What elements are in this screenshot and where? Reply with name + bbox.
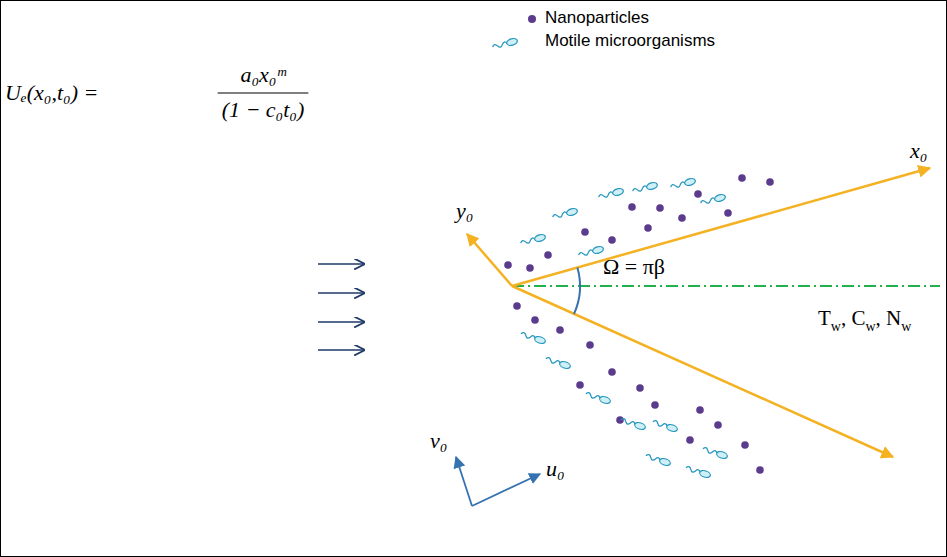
nanoparticle-dot <box>526 264 534 272</box>
wall-condition-text: , C <box>841 306 866 330</box>
free-stream-arrows <box>318 264 364 350</box>
microorganism-icon <box>578 245 604 258</box>
microorganism-icon <box>545 356 571 370</box>
subscript: w <box>865 319 875 334</box>
nanoparticle-dot <box>686 436 694 444</box>
legend-text: Nanoparticles <box>545 8 649 28</box>
nanoparticle-dot <box>636 384 644 392</box>
microorganism-icon <box>620 417 646 431</box>
nanoparticle-dot <box>694 190 702 198</box>
formula-numerator: a₀x₀ᵐ <box>240 62 285 87</box>
symmetry-line <box>512 285 940 287</box>
wall-condition-text: , N <box>876 306 902 330</box>
nanoparticle-dot <box>741 441 749 449</box>
nanoparticle-dot <box>724 209 732 217</box>
nanoparticle-dot <box>656 204 664 212</box>
axis-label: x₀ <box>910 138 927 163</box>
nanoparticle-dot <box>651 401 659 409</box>
wedge-walls <box>467 168 930 457</box>
nanoparticle-dot <box>696 406 704 414</box>
nanoparticle-dot <box>628 203 636 211</box>
nanoparticle-dot <box>678 214 686 222</box>
fraction-bar <box>218 92 309 93</box>
microorganism-icon <box>645 453 671 467</box>
nanoparticle-dot <box>756 466 764 474</box>
velocity-label: u₀ <box>546 456 565 481</box>
velocity-axes <box>456 457 540 506</box>
nanoparticle-dot <box>738 174 746 182</box>
nanoparticle-dot <box>644 224 652 232</box>
wall-condition-text: T <box>818 306 831 330</box>
velocity-label: v₀ <box>430 428 447 453</box>
microorganism-icon <box>520 233 546 246</box>
legend-text: Motile microorganisms <box>545 31 715 51</box>
nanoparticle-dot <box>531 316 539 324</box>
wall-conditions: Tw, Cw, Nw <box>818 306 911 330</box>
axis-label: y₀ <box>456 198 473 223</box>
legend-swatch <box>528 15 536 23</box>
nanoparticle-dot <box>556 326 564 334</box>
nanoparticle-dot <box>504 261 512 269</box>
microorganism-icon <box>520 331 546 345</box>
particle-field <box>504 174 774 479</box>
nanoparticle-dot <box>581 228 589 236</box>
nanoparticle-dot <box>608 368 616 376</box>
microorganism-icon <box>652 419 678 433</box>
nanoparticle-dot <box>766 178 774 186</box>
nanoparticle-dot <box>586 341 594 349</box>
wedge-angle-arc <box>574 268 580 314</box>
microorganism-icon <box>700 193 726 206</box>
nanoparticle-dot <box>608 236 616 244</box>
microorganism-icon <box>552 207 578 220</box>
formula-denominator: (1 − c₀t₀) <box>222 97 305 122</box>
microorganism-icon <box>702 446 728 460</box>
nanoparticle-dot <box>714 421 722 429</box>
microorganism-icon <box>598 187 624 200</box>
velocity-formula: Uₑ(x₀,t₀) = <box>5 80 98 105</box>
microorganism-icon <box>685 465 711 479</box>
angle-label: Ω = πβ <box>603 254 665 279</box>
subscript: w <box>901 319 911 334</box>
subscript: w <box>831 319 841 334</box>
nanoparticle-dot <box>513 302 521 310</box>
nanoparticle-dot <box>616 416 624 424</box>
microorganism-icon <box>670 177 696 190</box>
legend-microorganism-icon <box>492 37 518 50</box>
microorganism-icon <box>632 181 658 194</box>
nanoparticle-dot <box>576 381 584 389</box>
microorganism-icon <box>585 391 611 405</box>
nanoparticle-dot <box>544 251 552 259</box>
